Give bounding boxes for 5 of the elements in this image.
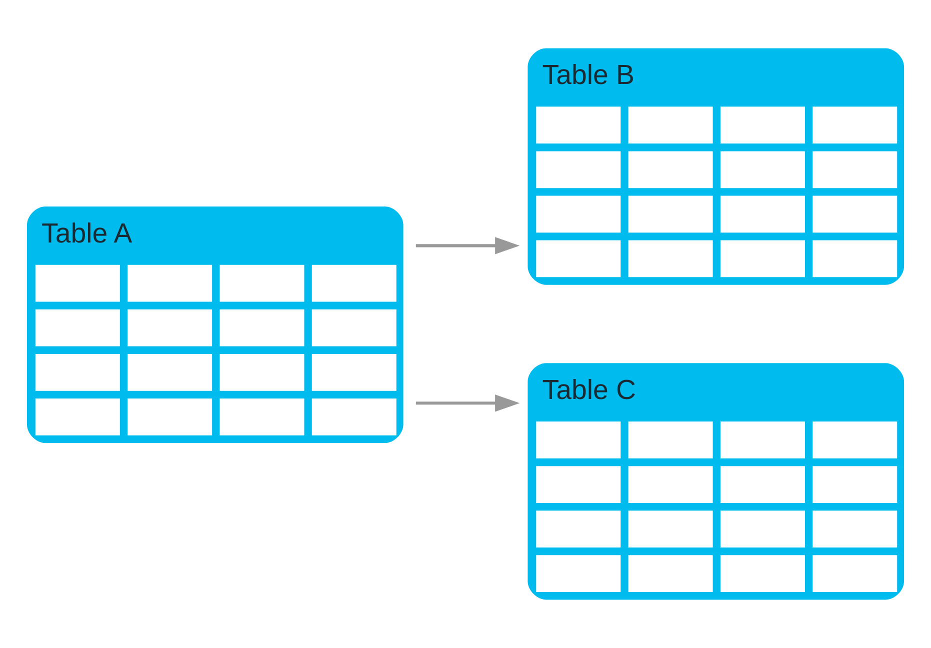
- arrow: [416, 394, 520, 412]
- node-box: Table C: [528, 363, 904, 600]
- arrow: [416, 237, 520, 254]
- node-box: Table A: [26, 206, 404, 444]
- node-box: Table B: [528, 48, 904, 285]
